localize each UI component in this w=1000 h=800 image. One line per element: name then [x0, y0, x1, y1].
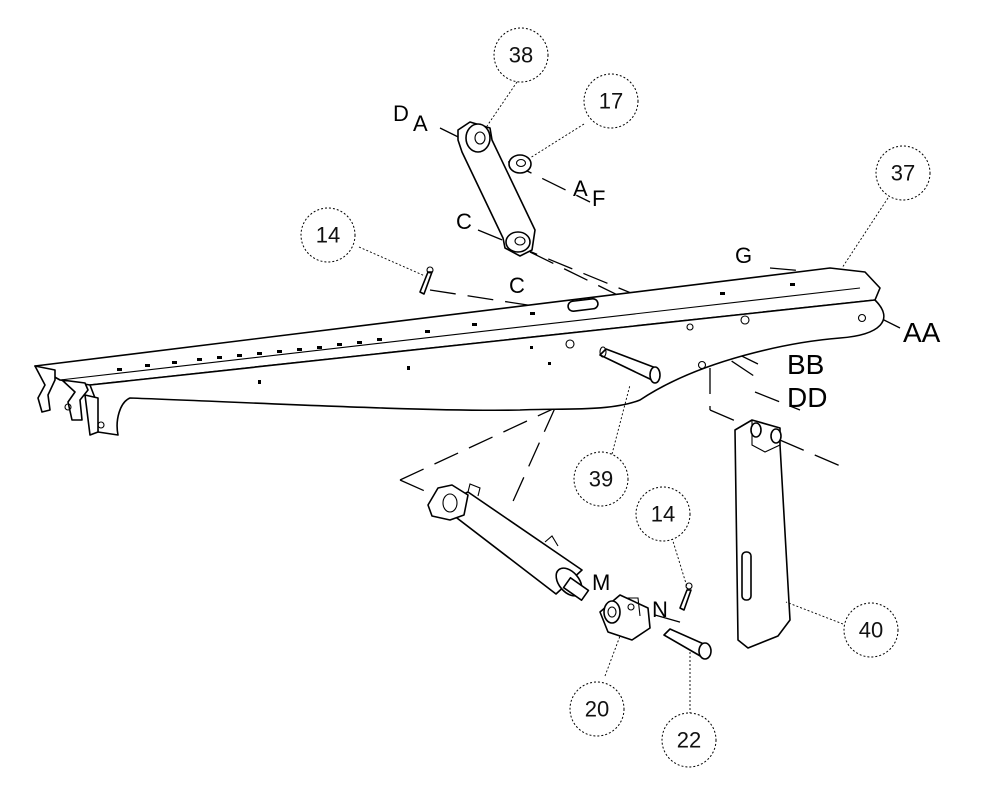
letter-aa: AA: [903, 317, 941, 348]
callout-22: 22: [661, 712, 717, 768]
callout-37: 37: [875, 145, 931, 201]
callout-39-label: 39: [589, 467, 613, 492]
letter-c-frame: C: [509, 273, 525, 298]
letter-bb: BB: [787, 349, 824, 380]
callout-20: 20: [569, 681, 625, 737]
letter-d-top: D: [393, 101, 409, 126]
pin-22: [663, 628, 712, 660]
callout-14-bottom: 14: [635, 486, 691, 542]
letter-n: N: [652, 597, 668, 622]
arm-40: [734, 419, 791, 649]
letter-c-bracket: C: [456, 209, 472, 234]
callout-40-label: 40: [859, 618, 883, 643]
callout-40: 40: [843, 602, 899, 658]
letter-m: M: [592, 570, 610, 595]
letter-a-top: A: [413, 111, 428, 136]
leader-lines: [358, 81, 889, 718]
letter-g: G: [735, 243, 752, 268]
callout-14-top-label: 14: [316, 223, 340, 248]
reference-letters: D A A F C C G AA BB DD M N: [393, 101, 941, 622]
bushing-17: [508, 154, 532, 174]
clevis-20: [599, 594, 651, 641]
callout-37-label: 37: [891, 161, 915, 186]
flange-holes: [117, 283, 795, 371]
bracket-38: [457, 121, 536, 257]
callout-14-bottom-label: 14: [651, 502, 675, 527]
callout-22-label: 22: [677, 728, 701, 753]
callout-17-label: 17: [599, 89, 623, 114]
callout-39: 39: [573, 451, 629, 507]
cotter-pin-14-top: [419, 266, 434, 295]
letter-dd: DD: [787, 382, 827, 413]
callout-38-label: 38: [509, 43, 533, 68]
main-frame-37: [34, 267, 885, 436]
pin-39: [599, 346, 661, 384]
callout-17: 17: [583, 73, 639, 129]
callout-38: 38: [493, 27, 549, 83]
cotter-pin-14-bottom: [679, 582, 693, 611]
letter-f: F: [592, 186, 605, 211]
letter-a-right: A: [573, 176, 588, 201]
callout-14-top: 14: [300, 207, 356, 263]
callout-20-label: 20: [585, 697, 609, 722]
hydraulic-cylinder: [427, 483, 590, 602]
